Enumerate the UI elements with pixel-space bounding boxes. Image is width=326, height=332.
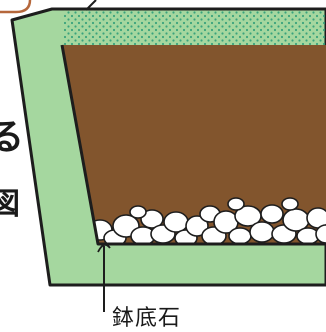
soil-layer: [62, 45, 326, 244]
pot-stone-leader-tip: [97, 243, 111, 253]
callout-bubble-fragment: [0, 0, 32, 14]
callout-pointer: [85, 0, 97, 11]
edge-text-ru: る: [0, 117, 25, 158]
pot-inner-outline: [60, 44, 326, 246]
edge-text-zu: 図: [0, 187, 20, 222]
pot-stone-label: 鉢底石: [112, 306, 182, 331]
top-dotted-layer: [64, 10, 326, 46]
